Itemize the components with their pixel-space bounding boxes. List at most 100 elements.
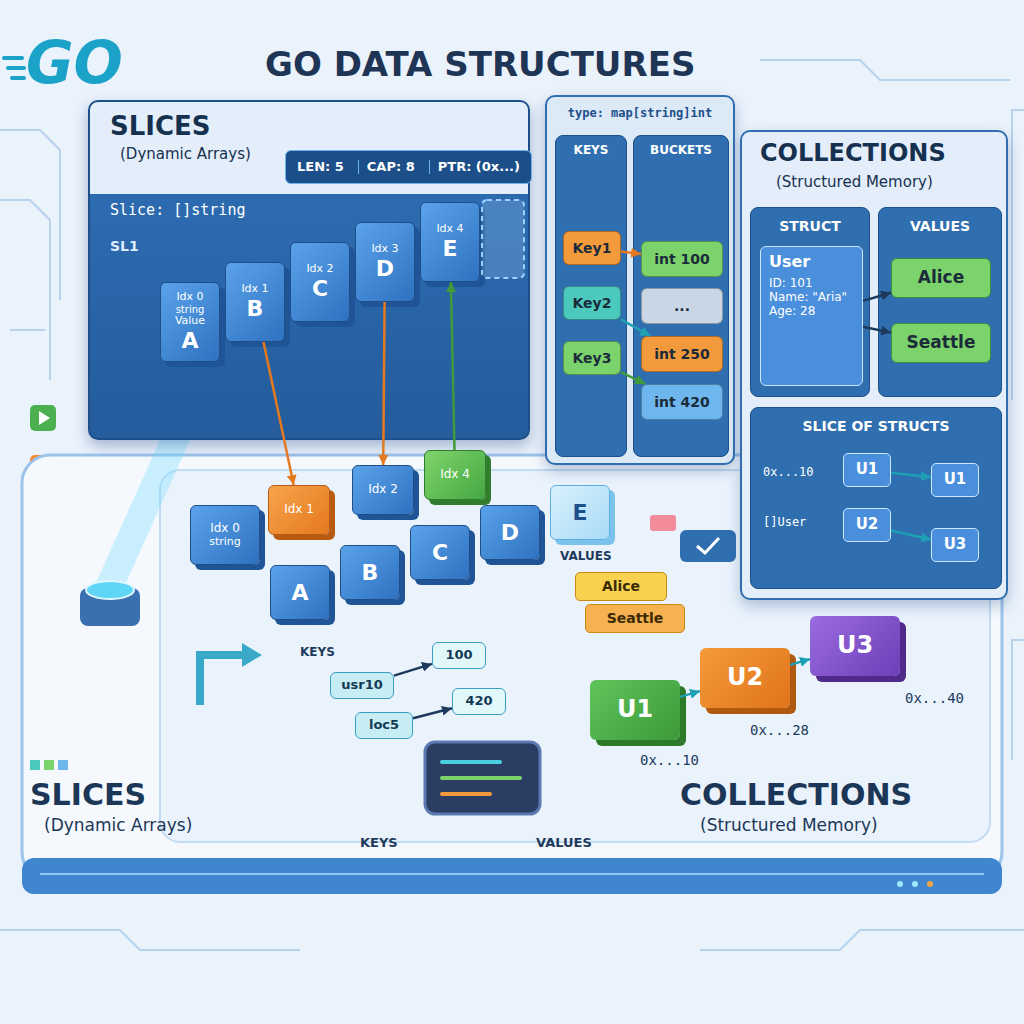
index-cube: Idx 2 (352, 465, 414, 515)
node-text: E (442, 236, 457, 261)
group-label: KEYS (300, 646, 335, 660)
section-subtitle: (Structured Memory) (700, 816, 878, 836)
connector-arrow (680, 691, 700, 697)
circuit-lines (700, 930, 1024, 950)
node-text: Alice (602, 578, 640, 594)
keys-column: KEYSKey1Key2Key3 (555, 135, 627, 457)
node-text: Key2 (573, 295, 612, 311)
terminal-icon (442, 792, 490, 796)
node-text: B (247, 296, 264, 321)
platform (22, 455, 1002, 880)
node-text: U2 (727, 664, 763, 692)
circuit-lines (0, 930, 300, 950)
node-text: SL1 (110, 238, 139, 254)
platform (22, 858, 1002, 894)
node-text: Idx 0 (210, 522, 240, 536)
node-text: Slice: []string (110, 202, 245, 219)
node-text: 0x...10 (763, 466, 814, 480)
index-cube: Idx 1 (268, 485, 330, 535)
node-text: Age: 28 (769, 305, 815, 319)
node-text: U3 (837, 632, 873, 660)
node-text: int 250 (654, 346, 710, 362)
connector-arrow (621, 319, 650, 336)
check-badge (650, 515, 676, 531)
connector-arrow (394, 664, 432, 676)
node-text: COLLECTIONS (760, 140, 946, 168)
node-text: Seattle (607, 610, 664, 626)
slices-panel: SLICES(Dynamic Arrays)Slice: []stringSL1… (88, 100, 530, 440)
connector-arrow (413, 708, 452, 718)
struct-element: U3 (931, 528, 979, 562)
node-text: LEN: 5 (297, 160, 344, 175)
circuit-lines (760, 60, 1010, 80)
node-text: VALUES (879, 218, 1001, 234)
map-bucket: ... (641, 288, 723, 324)
struct-element: U1 (931, 463, 979, 497)
address-label: 0x...10 (640, 752, 699, 768)
node-text: U3 (944, 536, 967, 553)
terminal-icon (425, 742, 540, 814)
node-text: D (501, 520, 519, 545)
node-text: U1 (856, 461, 879, 478)
slice-element: Idx 4E (420, 202, 480, 282)
check-badge (697, 538, 719, 553)
circuit-lines (1012, 640, 1024, 760)
connector-arrow (621, 372, 645, 384)
address-label: 0x...28 (750, 722, 809, 738)
group-label: VALUES (560, 550, 612, 564)
node-text: User (769, 253, 810, 271)
group-label: KEYS (360, 836, 398, 851)
node-text: Idx 4 (440, 468, 470, 482)
value-cube: C (410, 525, 470, 580)
struct-block: U2 (700, 648, 790, 708)
color-squares (30, 760, 68, 770)
index-cube: Idx 4 (424, 450, 486, 500)
struct-block: U1 (590, 680, 680, 740)
buckets-column: BUCKETSint 100...int 250int 420 (633, 135, 729, 457)
node-text: int 420 (654, 394, 710, 410)
node-text: Idx 0 (176, 291, 203, 304)
logo-speed-lines (12, 76, 24, 80)
struct-element: U1 (843, 453, 891, 487)
hologram-device (95, 440, 190, 585)
check-badge (680, 530, 736, 562)
color-squares (58, 760, 68, 770)
slice-element: Idx 1B (225, 262, 285, 342)
play-buttons (30, 405, 56, 431)
value-cube: A (270, 565, 330, 620)
slice-element: Idx 2C (290, 242, 350, 322)
connector-arrow (891, 473, 931, 478)
connector-arrow (863, 293, 891, 301)
value-tag: Seattle (585, 604, 685, 633)
section-label: SLICES (30, 778, 146, 813)
node-text: SLICES (110, 112, 211, 142)
value-cube: D (480, 505, 540, 560)
node-text: Idx 1 (241, 283, 268, 296)
node-text: (Structured Memory) (776, 174, 933, 191)
color-squares (44, 760, 54, 770)
circuit-lines (1012, 110, 1024, 400)
check-badge (650, 515, 736, 562)
logo-speed-lines (4, 58, 24, 78)
node-text: C (312, 276, 328, 301)
value-box: Alice (891, 258, 991, 298)
connector-arrow (863, 327, 891, 333)
node-text: usr10 (341, 678, 383, 693)
value-pill: 420 (452, 688, 506, 715)
bent-arrow (200, 655, 242, 705)
collections-panel: COLLECTIONS(Structured Memory)STRUCTUser… (740, 130, 1008, 600)
map-panel: type: map[string]intKEYSKey1Key2Key3BUCK… (545, 95, 735, 465)
index-cube: Idx 0string (190, 505, 260, 565)
diagram-title: GO DATA STRUCTURES (265, 44, 695, 84)
value-cube: B (340, 545, 400, 600)
node-text: []User (763, 516, 806, 530)
logo-text: GO (26, 30, 123, 97)
platform (927, 881, 933, 887)
value-cube: E (550, 485, 610, 540)
map-bucket: int 250 (641, 336, 723, 372)
node-text: SLICE OF STRUCTS (751, 418, 1001, 434)
node-text: type: map[string]int (547, 107, 733, 121)
section-subtitle: (Dynamic Arrays) (44, 816, 192, 836)
node-text: A (181, 328, 198, 353)
